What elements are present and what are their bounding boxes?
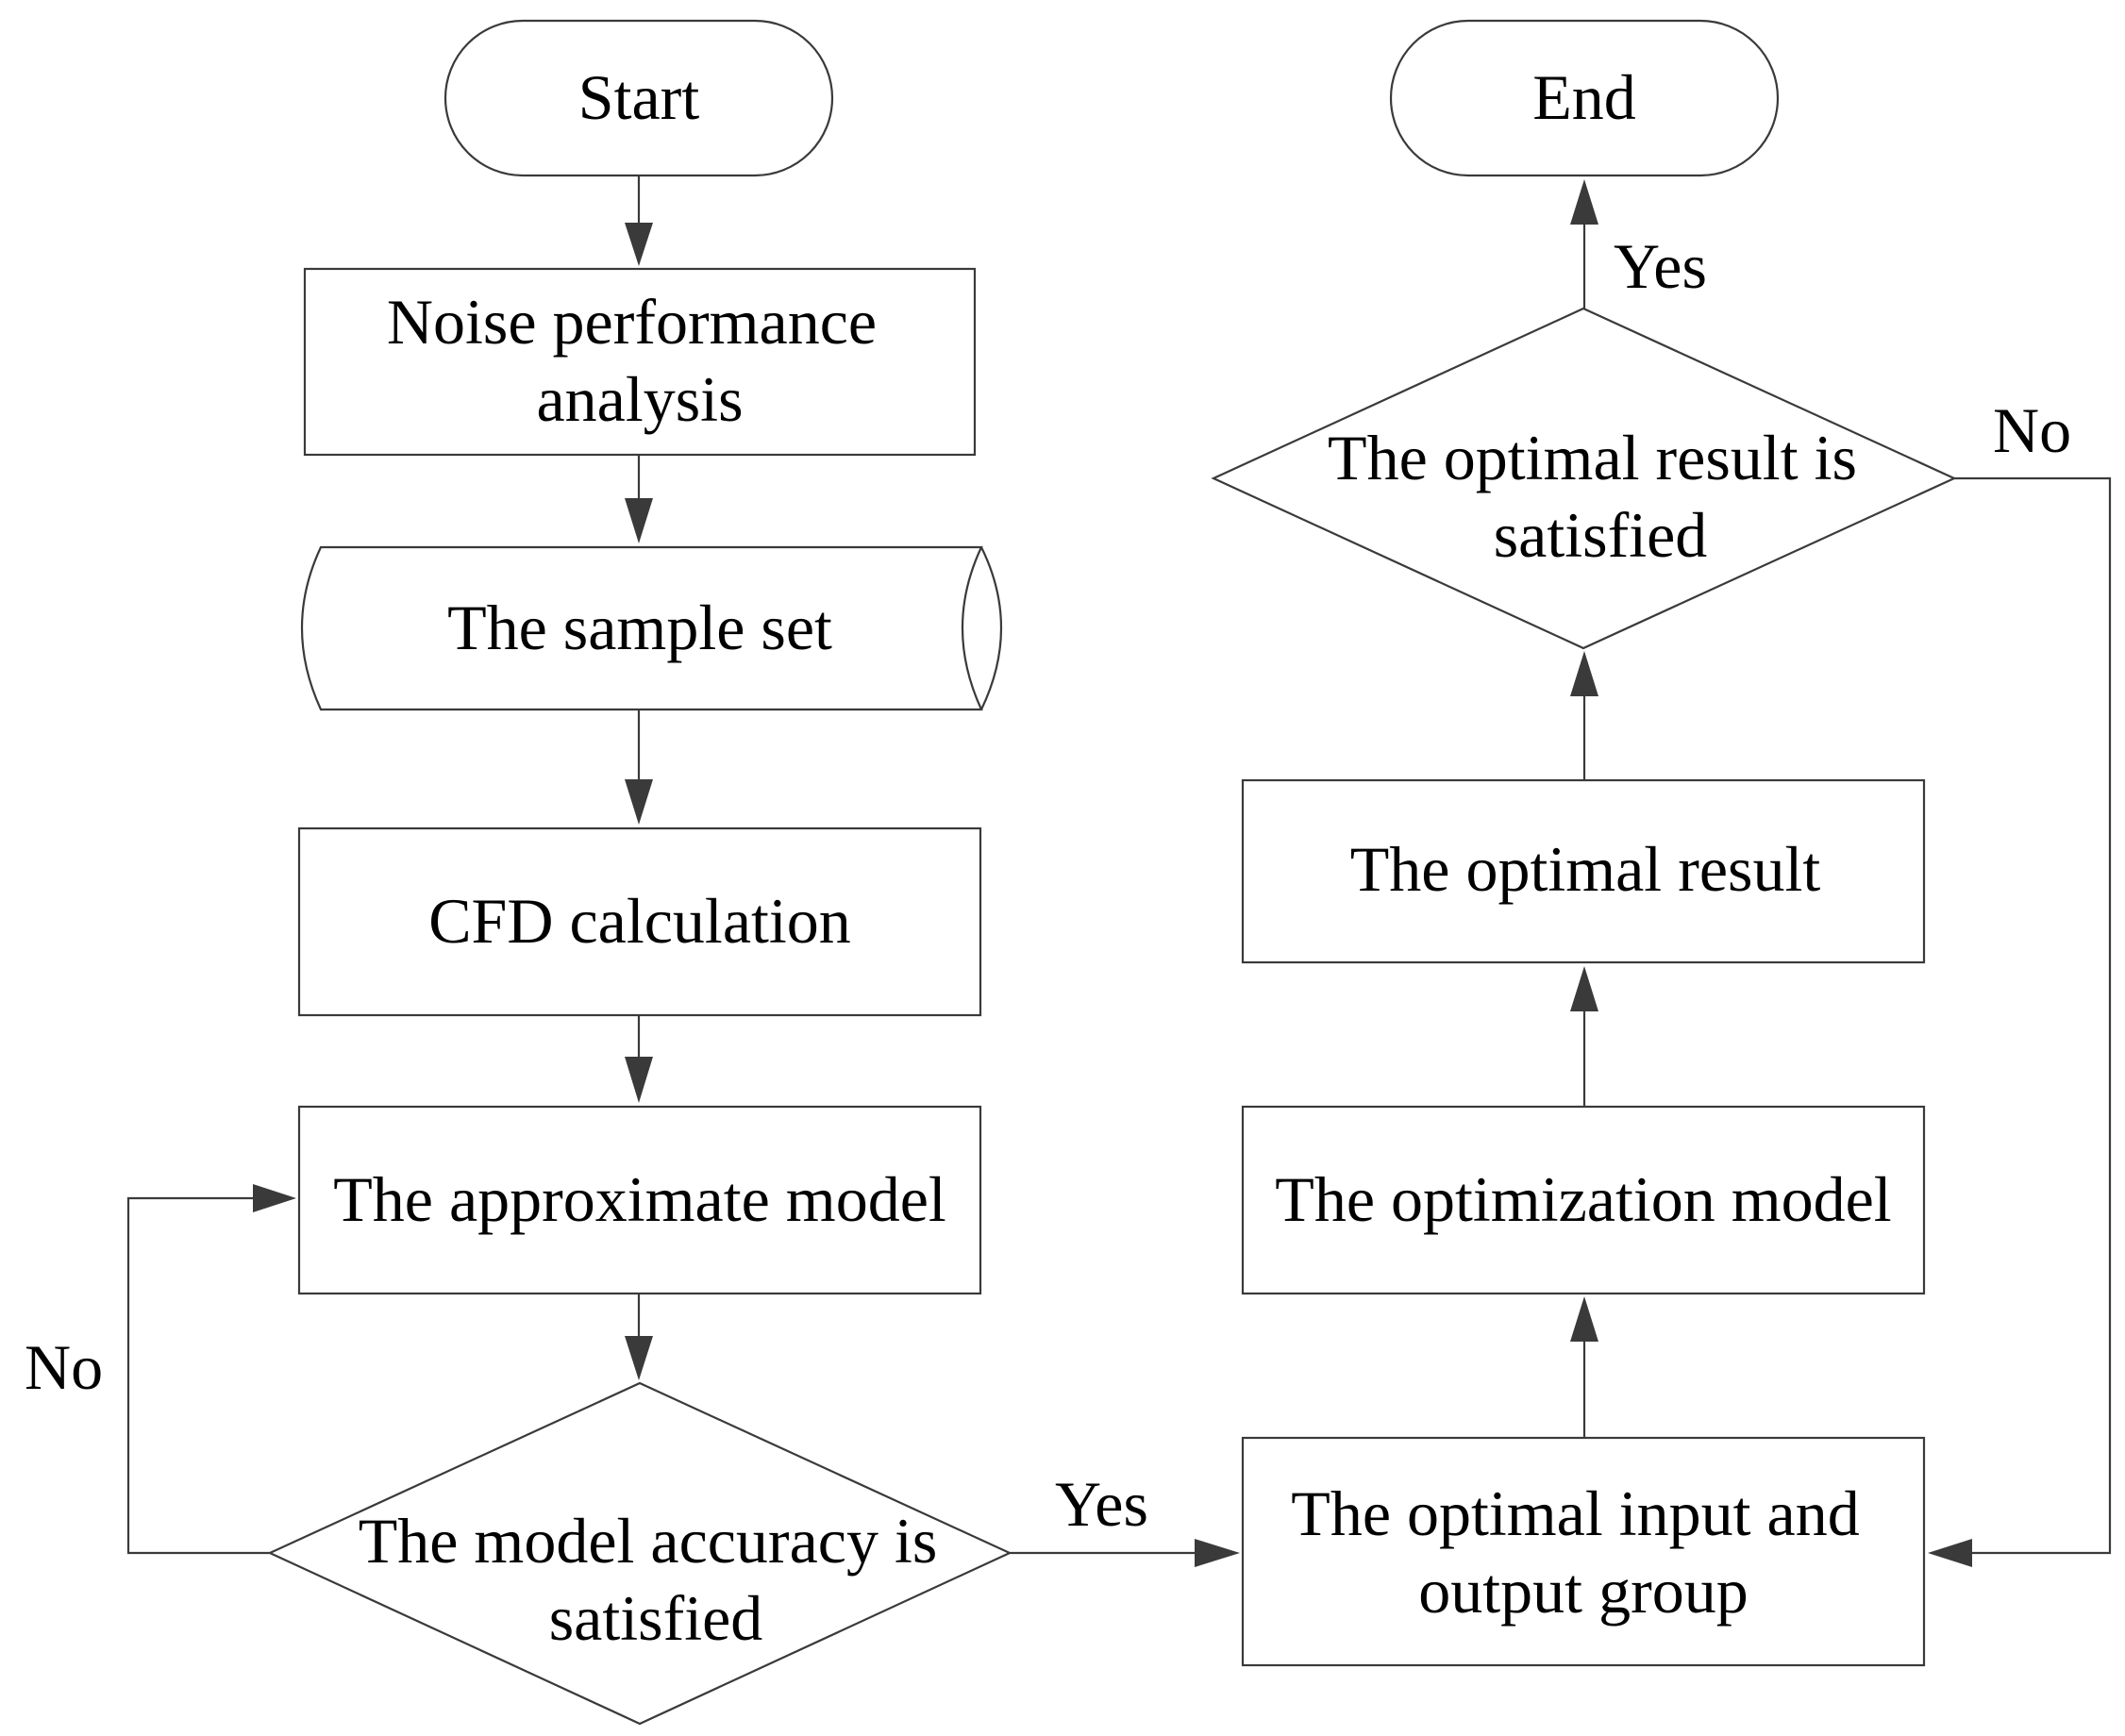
io-group-label-line2: output group [1418, 1555, 1748, 1627]
end-label: End [1532, 61, 1636, 133]
start-node: Start [443, 19, 834, 177]
optimal-result-node: The optimal result [1241, 778, 1926, 964]
optimization-model-node: The optimization model [1241, 1105, 1926, 1295]
accuracy-decision-label-line1: The model accuracy is [359, 1505, 938, 1577]
connector-io-to-optimization [1570, 1296, 1598, 1438]
approximate-model-label: The approximate model [333, 1163, 946, 1235]
svg-text:The optimal result: The optimal result [1350, 833, 1821, 905]
optimization-model-label: The optimization model [1275, 1163, 1891, 1235]
arrowhead [1570, 651, 1598, 696]
cfd-calculation-node: CFD calculation [297, 826, 982, 1017]
connector-noise-to-sample [625, 455, 653, 543]
arrowhead [1195, 1539, 1240, 1567]
svg-text:The optimal input and ou: The optimal input and output group [1291, 1477, 1875, 1627]
accuracy-decision-label-line2: satisfied [549, 1582, 763, 1654]
connector-sample-to-cfd [625, 709, 653, 825]
noise-analysis-label-line2: analysis [536, 363, 743, 435]
arrowhead [1570, 1296, 1598, 1342]
accuracy-yes-label: Yes [1055, 1468, 1148, 1540]
result-decision-label-line1: The optimal result is [1328, 422, 1857, 493]
arrowhead [1928, 1539, 1972, 1567]
svg-text:The approximate model: The approximate model [333, 1163, 946, 1235]
arrowhead [625, 779, 653, 825]
arrowhead [625, 1336, 653, 1380]
svg-text:The sample set: The sample set [447, 592, 832, 663]
svg-text:Noise performance analys: Noise performance analysis [387, 286, 893, 435]
svg-text:The optimal result is sa: The optimal result is satisfied [1328, 422, 1873, 571]
noise-analysis-node: Noise performance analysis [303, 267, 977, 457]
approximate-model-node: The approximate model [297, 1105, 982, 1295]
svg-text:The model accuracy is sa: The model accuracy is satisfied [359, 1505, 954, 1654]
arrowhead [253, 1184, 296, 1212]
optimal-result-label: The optimal result [1350, 833, 1821, 905]
connector-accuracy-yes [1010, 1539, 1240, 1567]
accuracy-decision-node: The model accuracy is satisfied [267, 1381, 1012, 1726]
connector-start-to-noise [625, 175, 653, 266]
connector-decision-yes-to-end [1570, 179, 1598, 309]
svg-text:CFD calculation: CFD calculation [428, 885, 851, 957]
result-yes-label: Yes [1614, 230, 1707, 302]
connector-accuracy-no [126, 1184, 296, 1555]
sample-set-label: The sample set [447, 592, 832, 663]
svg-text:Start: Start [578, 61, 700, 133]
connector-approx-to-accuracy [625, 1294, 653, 1380]
cfd-calculation-label: CFD calculation [428, 885, 851, 957]
arrowhead [625, 498, 653, 543]
arrowhead [1570, 179, 1598, 225]
io-group-node: The optimal input and output group [1241, 1436, 1926, 1667]
connector-result-to-decision [1570, 651, 1598, 780]
arrowhead [625, 1057, 653, 1103]
accuracy-no-label: No [25, 1331, 103, 1403]
result-no-label: No [1993, 394, 2071, 466]
connector-cfd-to-approx [625, 1015, 653, 1103]
io-group-label-line1: The optimal input and [1291, 1477, 1859, 1549]
arrowhead [625, 223, 653, 266]
connector-result-no [1928, 476, 2112, 1567]
svg-text:The optimization model: The optimization model [1275, 1163, 1891, 1235]
result-decision-label-line2: satisfied [1494, 499, 1708, 571]
sample-set-node: The sample set [300, 545, 1003, 711]
svg-text:End: End [1532, 61, 1636, 133]
result-decision-node: The optimal result is satisfied [1211, 307, 1957, 650]
start-label: Start [578, 61, 700, 133]
arrowhead [1570, 966, 1598, 1011]
connector-optimization-to-result [1570, 966, 1598, 1107]
noise-analysis-label-line1: Noise performance [387, 286, 877, 358]
end-node: End [1389, 19, 1780, 177]
